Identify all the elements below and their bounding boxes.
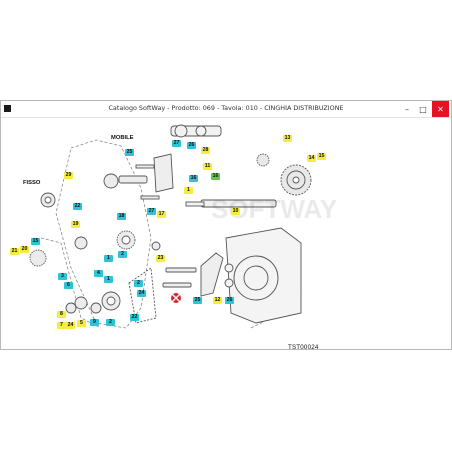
- callout-13[interactable]: 13: [283, 135, 292, 142]
- watermark: SOFTWAY: [211, 194, 337, 224]
- callout-9[interactable]: 9: [90, 319, 99, 326]
- callout-29[interactable]: 29: [64, 172, 73, 179]
- label-mobile: MOBILE: [111, 135, 134, 141]
- minimize-button[interactable]: –: [405, 104, 409, 114]
- reference-code: TST00024: [288, 344, 319, 351]
- diagram-drawing: SOFTWAY: [29, 124, 337, 329]
- callout-10[interactable]: 10: [231, 208, 240, 215]
- callout-1[interactable]: 1: [184, 187, 193, 194]
- callout-5[interactable]: 5: [77, 320, 86, 327]
- callout-1-low[interactable]: 1: [104, 276, 113, 283]
- left-pulleys: [29, 173, 161, 314]
- callout-16[interactable]: 16: [189, 175, 198, 182]
- callout-26[interactable]: 26: [187, 142, 196, 149]
- callout-2-low[interactable]: 2: [134, 280, 143, 287]
- callout-22-lower[interactable]: 22: [130, 314, 139, 321]
- callout-1-mid[interactable]: 1: [104, 255, 113, 262]
- large-gear: [256, 153, 312, 196]
- callout-14[interactable]: 14: [307, 155, 316, 162]
- callout-17[interactable]: 17: [157, 211, 166, 218]
- callout-25[interactable]: 25: [125, 149, 134, 156]
- callout-8[interactable]: 8: [57, 311, 66, 318]
- app-icon[interactable]: [4, 105, 11, 112]
- catalog-window: Catalogo SoftWay - Prodotto: 069 - Tavol…: [0, 100, 452, 351]
- callout-2[interactable]: 2: [118, 251, 127, 258]
- red-cross-hotspot-icon: [171, 293, 181, 303]
- callout-21[interactable]: 21: [10, 248, 19, 255]
- callout-24[interactable]: 24: [66, 322, 75, 329]
- callout-6[interactable]: 6: [64, 282, 73, 289]
- maximize-button[interactable]: □: [419, 104, 427, 114]
- callout-22[interactable]: 22: [73, 203, 82, 210]
- callout-15-lower[interactable]: 15: [31, 238, 40, 245]
- callout-7[interactable]: 7: [57, 322, 66, 329]
- callout-2-bottom[interactable]: 2: [106, 319, 115, 326]
- callout-28[interactable]: 28: [201, 147, 210, 154]
- callout-18[interactable]: 18: [117, 213, 126, 220]
- callout-27-lower[interactable]: 27: [147, 208, 156, 215]
- callout-11[interactable]: 11: [203, 163, 212, 170]
- close-button[interactable]: ✕: [432, 101, 449, 117]
- callout-19[interactable]: 19: [71, 221, 80, 228]
- engine-block: [224, 227, 302, 324]
- callout-15[interactable]: 15: [317, 153, 326, 160]
- callout-12[interactable]: 12: [213, 297, 222, 304]
- exploded-diagram[interactable]: SOFTWAY MOBILE FISSO TST00024 13 14 15 2…: [1, 118, 451, 351]
- callout-26-lower[interactable]: 26: [225, 297, 234, 304]
- label-fisso: FISSO: [23, 180, 41, 186]
- upper-camshaft: [170, 124, 222, 138]
- belt-segment: [128, 267, 157, 324]
- callout-23[interactable]: 23: [156, 255, 165, 262]
- callout-4[interactable]: 4: [94, 270, 103, 277]
- window-title: Catalogo SoftWay - Prodotto: 069 - Tavol…: [108, 104, 344, 112]
- callout-24-cyan[interactable]: 24: [137, 290, 146, 297]
- callout-25-lower[interactable]: 25: [193, 297, 202, 304]
- callout-20[interactable]: 20: [20, 246, 29, 253]
- callout-16-green[interactable]: 16: [211, 173, 220, 180]
- main-shaft: [185, 199, 277, 208]
- callout-3[interactable]: 3: [58, 273, 67, 280]
- tensioner-bracket: [135, 153, 224, 297]
- title-bar[interactable]: Catalogo SoftWay - Prodotto: 069 - Tavol…: [1, 101, 451, 118]
- callout-27[interactable]: 27: [172, 140, 181, 147]
